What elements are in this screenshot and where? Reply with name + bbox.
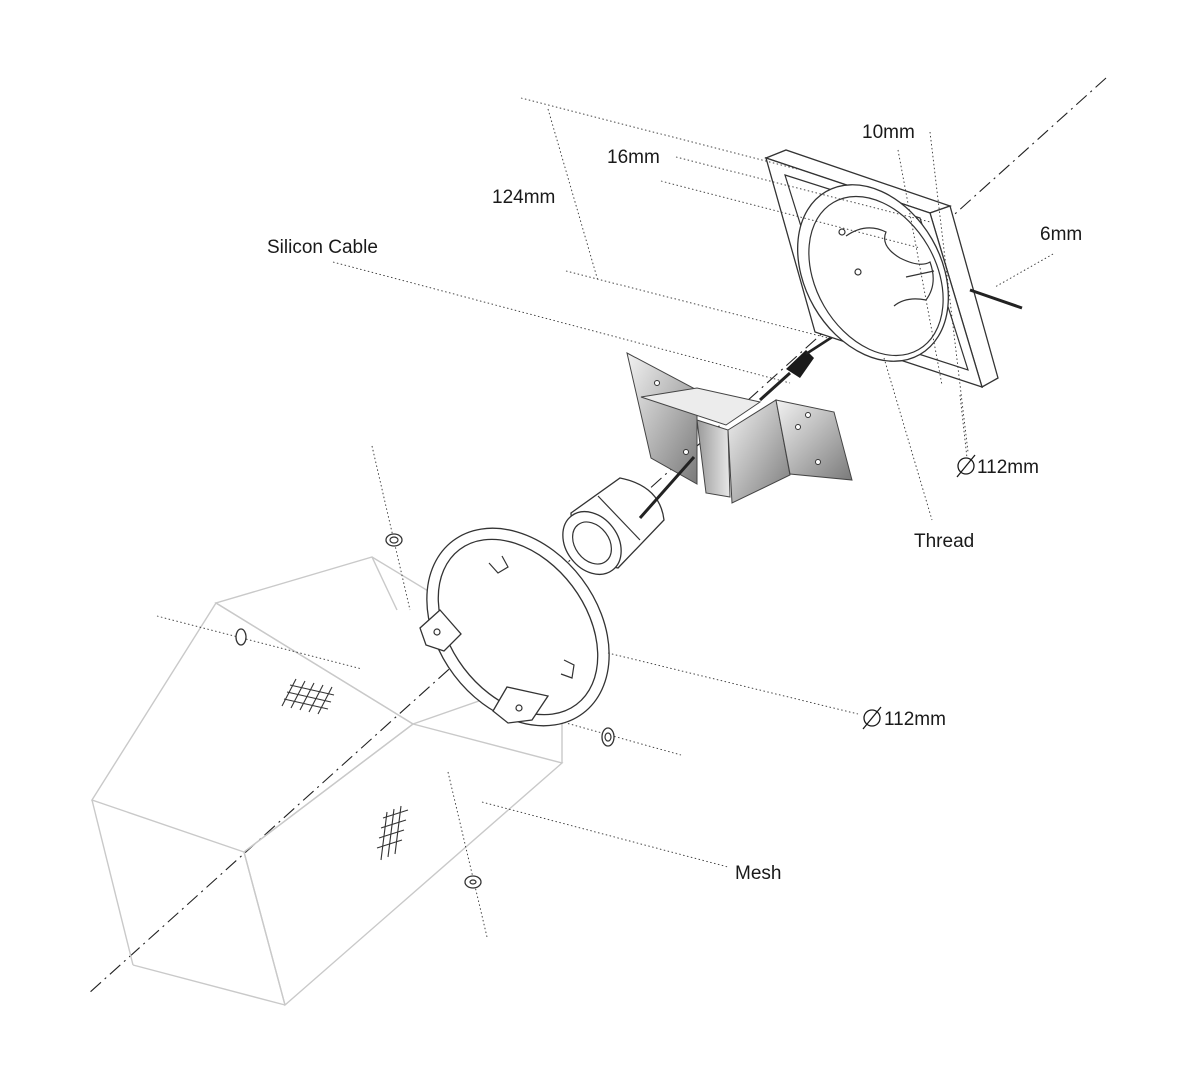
- cover-plate: [764, 149, 1023, 389]
- diameter-icon: [862, 706, 882, 730]
- dimension-lines: [332, 97, 1054, 868]
- diameter-icon: [956, 454, 976, 478]
- screw-axis-horizontal: [156, 615, 682, 756]
- steel-bracket: [626, 352, 853, 504]
- diameter-top-label: 112mm: [977, 457, 1039, 478]
- dim-124mm-label: 124mm: [492, 187, 555, 208]
- silicon-cable-label: Silicon Cable: [267, 237, 378, 258]
- dim-6mm-label: 6mm: [1040, 224, 1082, 245]
- diameter-ring-callout: 112mm: [862, 706, 946, 730]
- mesh-patch-top: [281, 678, 335, 715]
- thread-label: Thread: [914, 531, 974, 552]
- diameter-top-callout: 112mm: [956, 454, 1039, 478]
- dim-16mm-label: 16mm: [607, 147, 660, 168]
- mesh-label: Mesh: [735, 863, 781, 884]
- mesh-patch-front: [376, 805, 409, 861]
- diameter-ring-label: 112mm: [884, 709, 946, 730]
- mounting-ring: [419, 527, 610, 727]
- lamp-socket: [562, 477, 665, 575]
- screw-axis-right: [447, 771, 488, 938]
- dim-10mm-label: 10mm: [862, 122, 915, 143]
- screw-axis-left: [371, 445, 411, 611]
